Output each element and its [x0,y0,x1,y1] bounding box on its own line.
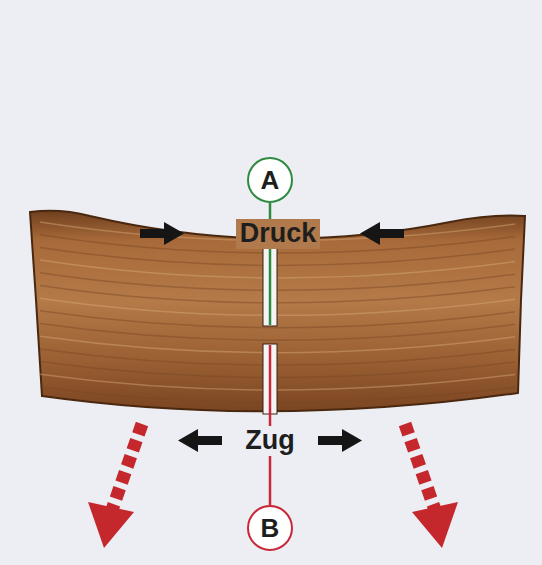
point-letter: A [261,167,280,193]
force-arrows [88,424,458,548]
point-letter: B [261,515,280,541]
letter-circle: B [247,505,293,551]
force-label: Zug [241,426,298,456]
force-label: Druck [236,219,321,249]
letter-circle: A [247,157,293,203]
